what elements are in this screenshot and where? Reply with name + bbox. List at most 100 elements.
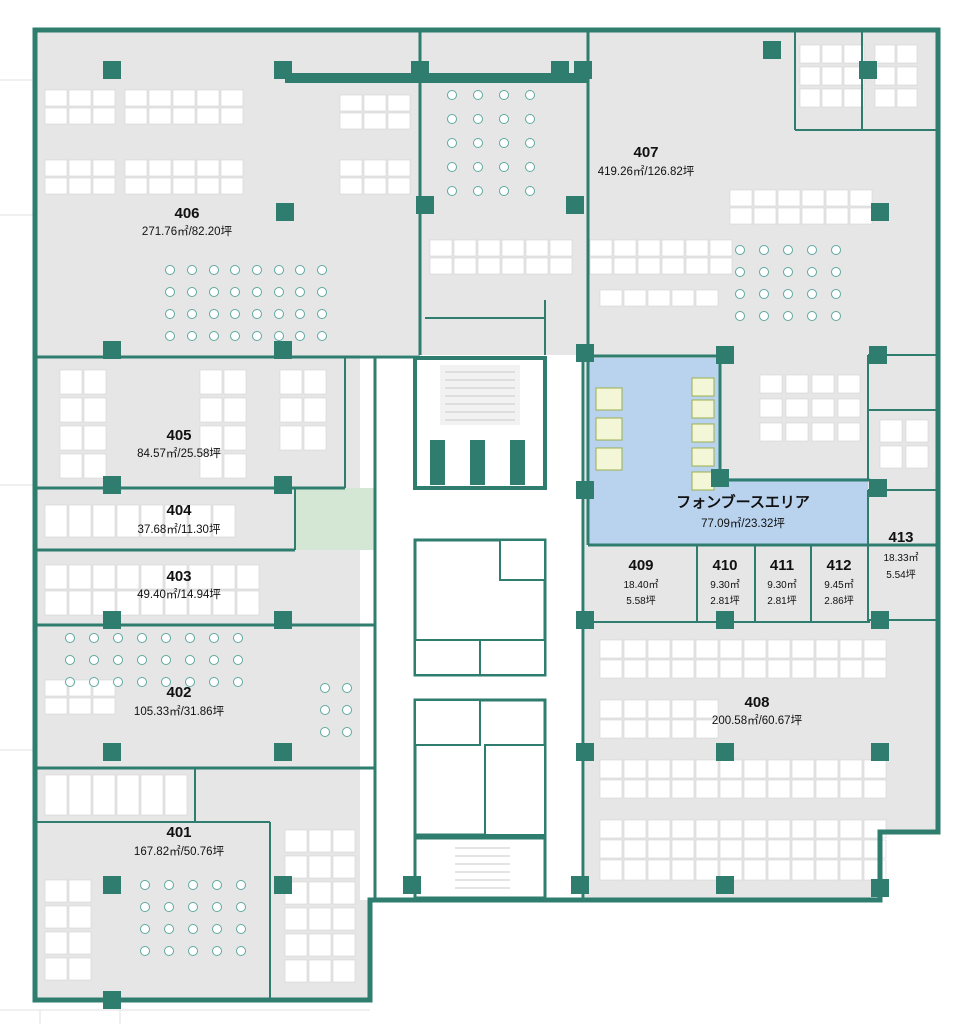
desk: [671, 639, 695, 659]
desk: [44, 879, 68, 903]
chair: [759, 311, 769, 321]
chair: [161, 677, 171, 687]
desk: [236, 564, 260, 590]
chair: [807, 311, 817, 321]
svg-text:9.30㎡: 9.30㎡: [710, 579, 739, 591]
chair: [233, 633, 243, 643]
desk: [695, 289, 719, 307]
phone-booth-area: [588, 358, 868, 545]
desk: [59, 425, 83, 451]
desk: [68, 107, 92, 125]
chair: [236, 880, 246, 890]
desk: [863, 639, 887, 659]
desk: [59, 397, 83, 423]
desk: [837, 422, 861, 442]
chair: [161, 633, 171, 643]
column: [411, 61, 429, 79]
chair: [320, 683, 330, 693]
chair: [783, 245, 793, 255]
chair: [759, 289, 769, 299]
desk: [599, 819, 623, 839]
desk: [589, 257, 613, 275]
chair: [165, 265, 175, 275]
desk: [661, 257, 685, 275]
chair: [188, 880, 198, 890]
desk: [44, 107, 68, 125]
room-labels: 406 271.76㎡/82.20坪 407 419.26㎡/126.82坪 4…: [134, 144, 919, 858]
chair: [759, 267, 769, 277]
chair: [759, 245, 769, 255]
desk: [671, 839, 695, 859]
svg-text:413: 413: [888, 529, 913, 546]
desk: [777, 189, 801, 207]
desk: [647, 779, 671, 799]
desk: [589, 239, 613, 257]
column: [274, 61, 292, 79]
chair: [473, 138, 483, 148]
svg-text:5.58坪: 5.58坪: [626, 594, 655, 607]
desk: [339, 159, 363, 177]
desk: [212, 590, 236, 616]
column: [871, 203, 889, 221]
chair: [164, 924, 174, 934]
desk: [284, 907, 308, 931]
desk: [525, 239, 549, 257]
desk: [220, 89, 244, 107]
svg-text:2.81坪: 2.81坪: [710, 594, 739, 607]
desk: [839, 779, 863, 799]
desk: [837, 374, 861, 394]
chair: [188, 924, 198, 934]
desk: [44, 177, 68, 195]
svg-text:411: 411: [770, 557, 794, 574]
desk: [188, 504, 212, 538]
chair: [161, 655, 171, 665]
desk: [825, 207, 849, 225]
desk: [199, 369, 223, 395]
desk: [59, 369, 83, 395]
chair: [233, 677, 243, 687]
chair: [209, 331, 219, 341]
desk: [44, 504, 68, 538]
desk: [44, 774, 68, 816]
svg-text:405: 405: [166, 427, 191, 444]
chair: [137, 655, 147, 665]
column: [763, 41, 781, 59]
svg-text:200.58㎡/60.67坪: 200.58㎡/60.67坪: [712, 714, 803, 727]
desk: [695, 819, 719, 839]
desk: [719, 659, 743, 679]
desk: [799, 66, 821, 86]
column: [551, 61, 569, 79]
chair: [185, 633, 195, 643]
desk: [212, 564, 236, 590]
desk: [284, 933, 308, 957]
desk: [839, 819, 863, 839]
desk: [729, 207, 753, 225]
chair: [65, 655, 75, 665]
svg-text:37.68㎡/11.30坪: 37.68㎡/11.30坪: [138, 523, 221, 536]
desk: [212, 504, 236, 538]
svg-text:407: 407: [633, 144, 658, 161]
svg-text:49.40㎡/14.94坪: 49.40㎡/14.94坪: [137, 588, 221, 601]
chair: [230, 331, 240, 341]
site-outline: [0, 79, 370, 1024]
desk: [223, 369, 247, 395]
desk: [363, 177, 387, 195]
chair: [473, 186, 483, 196]
chair: [342, 683, 352, 693]
desk: [843, 88, 865, 108]
chair: [499, 90, 509, 100]
desk: [453, 239, 477, 257]
desk: [843, 44, 865, 64]
desk: [92, 89, 116, 107]
desk: [223, 397, 247, 423]
chair: [342, 705, 352, 715]
column: [716, 346, 734, 364]
desk: [767, 659, 791, 679]
chair: [473, 114, 483, 124]
desk: [821, 44, 843, 64]
desk: [92, 159, 116, 177]
chair: [320, 727, 330, 737]
chair: [525, 114, 535, 124]
desk: [549, 257, 573, 275]
desk: [743, 839, 767, 859]
